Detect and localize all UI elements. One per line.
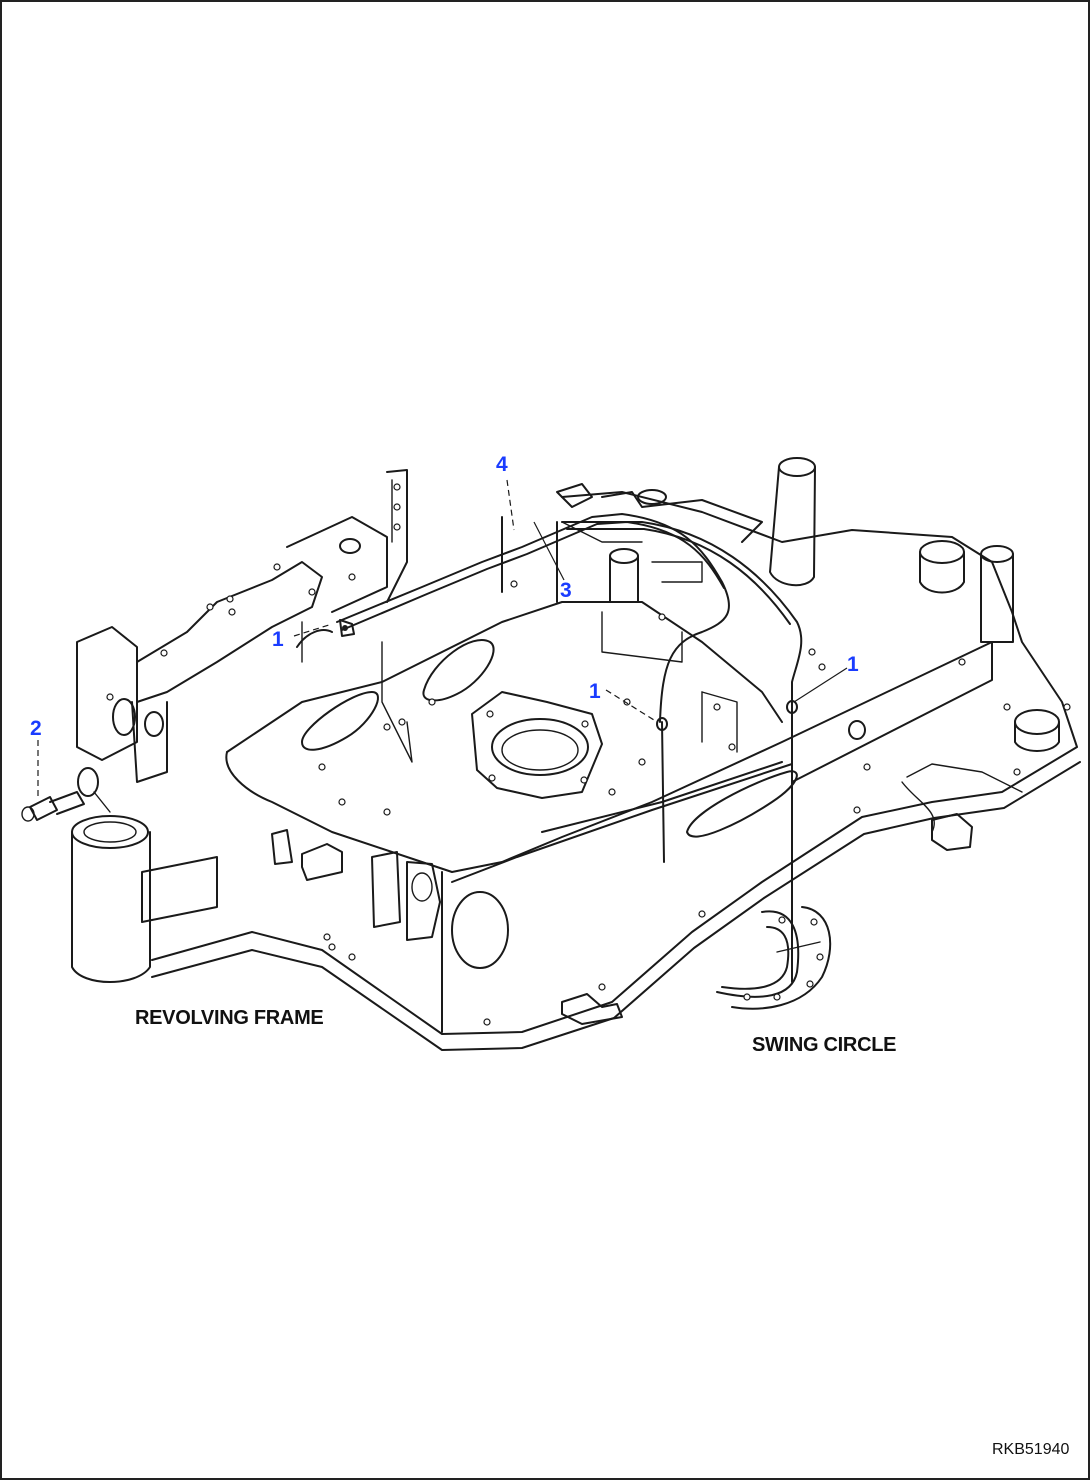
swing-plate (471, 691, 603, 799)
leader-lines (37, 479, 848, 797)
callout-1-left: 1 (272, 628, 284, 651)
bolt-holes (273, 563, 1071, 1026)
grease-hoses (336, 513, 803, 983)
left-bracket (76, 469, 408, 783)
rear-plates (271, 483, 973, 1025)
front-post (71, 815, 218, 983)
callout-1-right: 1 (847, 653, 859, 676)
caption-swing-circle: SWING CIRCLE (752, 1034, 897, 1056)
rear-posts (609, 457, 1060, 752)
caption-revolving-frame: REVOLVING FRAME (135, 1007, 324, 1029)
frame-base-plate (151, 491, 1081, 1051)
callout-4: 4 (496, 453, 508, 476)
callout-1-center: 1 (589, 680, 601, 703)
callout-3: 3 (560, 579, 572, 602)
frame-main-deck (225, 516, 993, 1033)
grease-fitting (21, 767, 111, 822)
callout-2: 2 (30, 717, 42, 740)
swing-circle-segment (716, 906, 832, 1010)
figure-reference: RKB51940 (992, 1441, 1070, 1458)
frame-slots (296, 629, 798, 838)
